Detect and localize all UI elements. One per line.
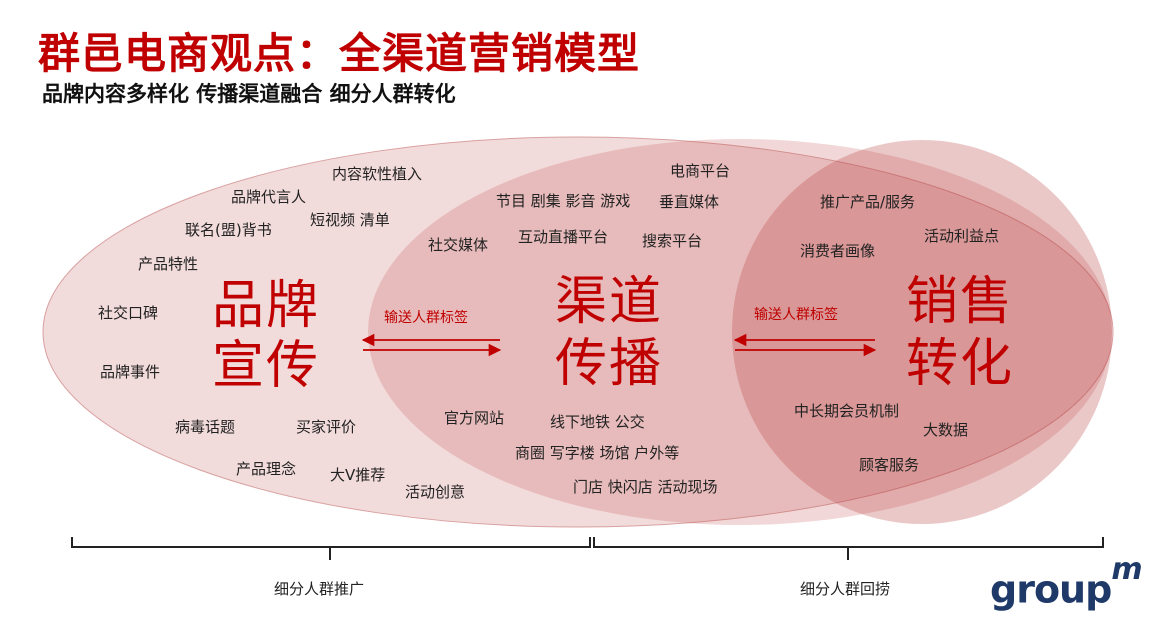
- keyword: 品牌代言人: [231, 188, 307, 206]
- stage-sales-line2: 转化: [906, 334, 1015, 394]
- keyword: 产品理念: [236, 460, 297, 478]
- keyword: 官方网站: [444, 409, 505, 427]
- brand-ellipse: [42, 136, 1114, 528]
- keyword: 短视频 清单: [310, 211, 390, 229]
- page-title: 群邑电商观点：全渠道营销模型: [38, 29, 641, 78]
- keyword: 互动直播平台: [518, 228, 609, 246]
- bottom-label-promotion: 细分人群推广: [274, 580, 365, 598]
- arrow-label-right: 输送人群标签: [754, 307, 838, 323]
- keyword: 活动利益点: [924, 227, 1000, 245]
- keyword: 节目 剧集 影音 游戏: [496, 192, 631, 210]
- keyword: 门店 快闪店 活动现场: [573, 478, 718, 496]
- page-subtitle: 品牌内容多样化 传播渠道融合 细分人群转化: [42, 82, 456, 106]
- keyword: 社交口碑: [98, 304, 159, 322]
- keyword: 活动创意: [405, 483, 466, 501]
- keyword: 病毒话题: [175, 418, 236, 436]
- keyword: 商圈 写字楼 场馆 户外等: [515, 444, 680, 462]
- keyword: 社交媒体: [428, 236, 489, 254]
- keyword: 垂直媒体: [659, 193, 720, 211]
- keyword: 中长期会员机制: [794, 402, 900, 420]
- stage-channel-line1: 渠道: [555, 272, 664, 332]
- keyword: 产品特性: [138, 255, 199, 273]
- right-brace: [593, 537, 1104, 560]
- stage-brand-line2: 宣传: [212, 336, 321, 396]
- sales-ellipse: [732, 140, 1112, 524]
- keyword: 品牌事件: [100, 363, 161, 381]
- stage-channel-line2: 传播: [555, 334, 664, 394]
- left-brace: [71, 537, 591, 560]
- bottom-label-retarget: 细分人群回捞: [800, 580, 891, 598]
- arrow-label-left: 输送人群标签: [384, 310, 468, 326]
- keyword: 搜索平台: [642, 232, 703, 250]
- keyword: 推广产品/服务: [820, 193, 916, 211]
- logo-main: group: [990, 567, 1112, 612]
- stage-brand-line1: 品牌: [212, 276, 321, 336]
- keyword: 电商平台: [670, 162, 731, 180]
- keyword: 联名(盟)背书: [185, 221, 272, 239]
- logo-super: m: [1111, 552, 1142, 587]
- keyword: 消费者画像: [800, 242, 876, 260]
- keyword: 内容软性植入: [332, 165, 423, 183]
- stage-sales-line1: 销售: [906, 272, 1015, 332]
- keyword: 顾客服务: [859, 456, 920, 474]
- keyword: 线下地铁 公交: [550, 413, 645, 431]
- groupm-logo: groupm: [990, 552, 1143, 612]
- keyword: 大数据: [923, 421, 969, 439]
- keyword: 买家评价: [296, 418, 357, 436]
- keyword: 大V推荐: [330, 466, 386, 484]
- channel-ellipse: [368, 139, 1112, 525]
